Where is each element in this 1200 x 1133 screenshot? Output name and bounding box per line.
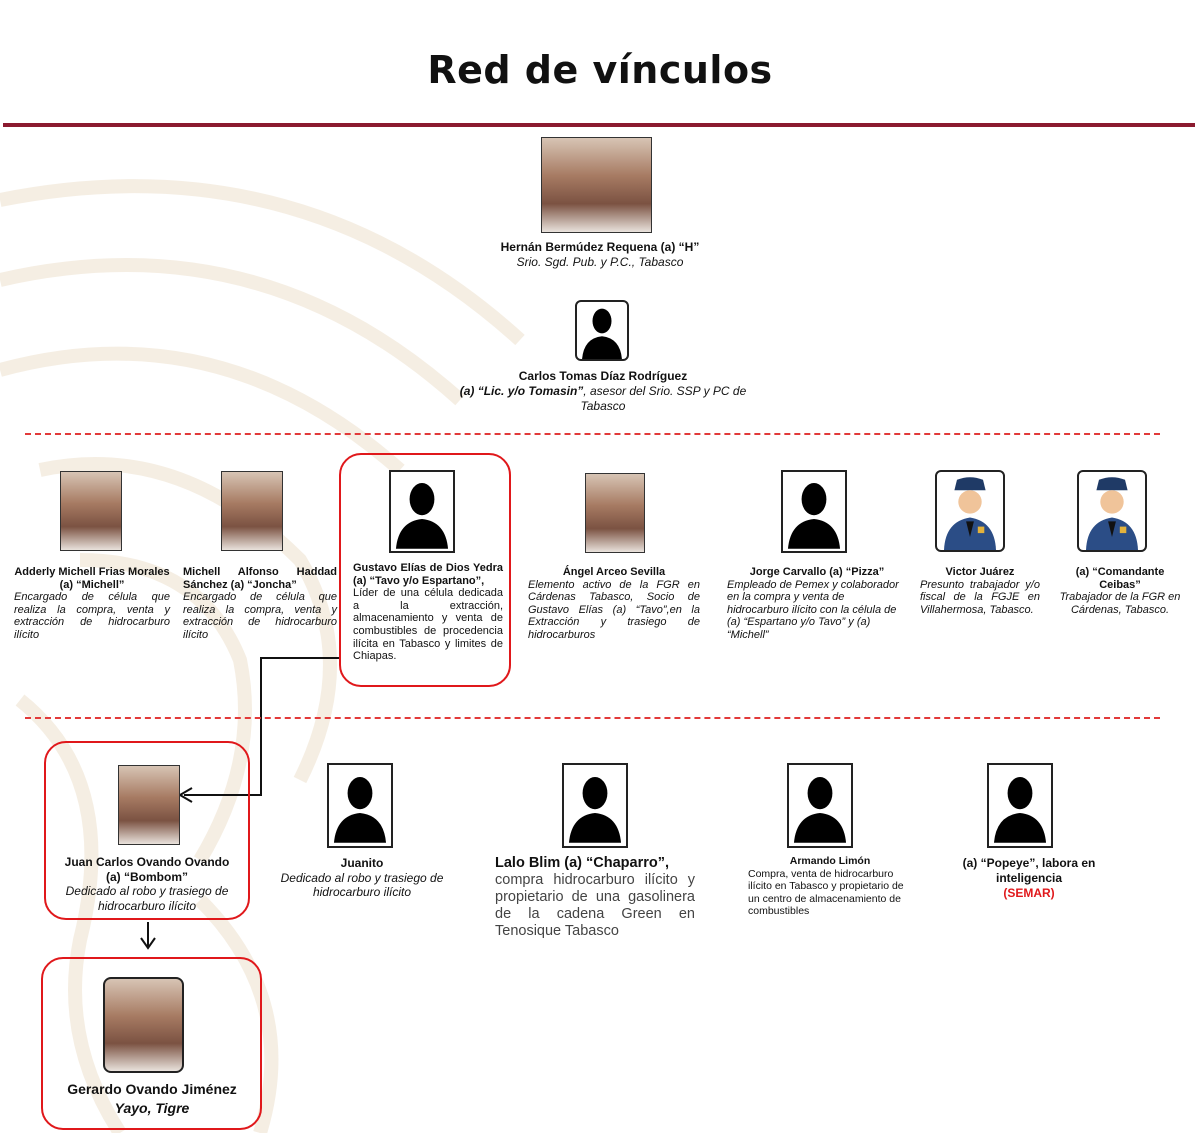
photo-angel [585,473,645,553]
highlight-box-gustavo [339,453,511,687]
person-alias: (a) “Michell” [59,578,125,591]
person-card-angel: Ángel Arceo Sevilla Elemento activo de l… [528,566,700,642]
person-desc: compra hidrocarburo ilícito y propietari… [495,872,695,939]
title-divider [3,123,1195,127]
person-name: Juanito [340,856,384,870]
person-desc: Presunto trabajador y/o fiscal de la FGJ… [920,578,1040,616]
person-name: Victor Juárez [945,566,1015,578]
person-desc: Srio. Sgd. Pub. y P.C., Tabasco [516,255,684,269]
person-card-jorge: Jorge Carvallo (a) “Pizza” Empleado de P… [727,566,907,642]
person-card-carlos: Carlos Tomas Díaz Rodríguez (a) “Lic. y/… [440,369,766,414]
person-desc: Empleado de Pemex y colaborador en la co… [727,578,899,641]
person-desc: Compra, venta de hidrocarburo ilícito en… [748,867,904,918]
photo-michell [221,471,283,551]
silhouette-icon [987,763,1053,848]
person-card-popeye: (a) “Popeye”, labora en inteligencia (SE… [956,856,1102,901]
person-card-gustavo: Gustavo Elías de Dios Yedra (a) “Tavo y/… [353,562,503,663]
person-name: (a) “Popeye”, labora en inteligencia [962,856,1096,885]
person-card-hernan: Hernán Bermúdez Requena (a) “H” Srio. Sg… [440,240,760,270]
highlight-box-gerardo [41,957,262,1130]
level-divider [25,717,1160,719]
person-name: Armando Limón [789,855,871,867]
person-desc: Dedicado al robo y trasiego de hidrocarb… [65,884,229,913]
person-alias: (a) “Lic. y/o Tomasin” [459,384,584,398]
person-card-victor: Victor Juárez Presunto trabajador y/o fi… [920,566,1040,616]
silhouette-icon [327,763,393,848]
person-card-juan-carlos: Juan Carlos Ovando Ovando (a) “Bombom” D… [54,855,240,913]
photo-adderly [60,471,122,551]
person-desc: Líder de una célula dedicada a la extrac… [353,587,503,663]
photo-hernan [541,137,652,233]
person-name: Gustavo Elías de Dios Yedra (a) “Tavo y/… [353,562,503,587]
person-desc: Encargado de célula que realiza la compr… [183,591,337,641]
level-divider [25,433,1160,435]
person-desc: , asesor del Srio. SSP y PC de Tabasco [580,384,747,413]
person-desc: Elemento activo de la FGR en Cárdenas Ta… [528,578,700,641]
person-name: Ángel Arceo Sevilla [562,566,666,578]
highlight-box-juan-carlos [44,741,250,920]
person-name: (a) “Comandante Ceibas” [1075,566,1165,591]
person-card-juanito: Juanito Dedicado al robo y trasiego de h… [280,856,444,899]
person-alias: (a) “Bombom” [106,869,188,884]
silhouette-icon [787,763,853,848]
person-card-comandante: (a) “Comandante Ceibas” Trabajador de la… [1056,566,1184,616]
person-card-adderly: Adderly Michell Frias Morales (a) “Miche… [14,566,170,642]
person-name: Lalo Blim (a) “Chaparro”, [495,855,670,871]
person-name: Juan Carlos Ovando Ovando [64,855,230,869]
police-officer-icon [1077,470,1147,552]
person-desc: Encargado de célula que realiza la compr… [14,591,170,641]
person-name: Jorge Carvallo (a) “Pizza” [749,566,885,578]
person-name: Carlos Tomas Díaz Rodríguez [518,369,688,383]
person-name: Michell Alfonso Haddad Sánchez (a) “Jonc… [183,566,337,591]
silhouette-icon [389,470,455,553]
photo-gerardo [103,977,184,1073]
silhouette-icon [562,763,628,848]
person-card-gerardo: Gerardo Ovando Jiménez Yayo, Tigre [46,1080,258,1118]
person-desc: Trabajador de la FGR en Cárdenas, Tabasc… [1059,591,1181,616]
person-alias: Yayo, Tigre [114,1100,190,1116]
photo-juan-carlos [118,765,180,845]
person-org: (SEMAR) [1003,886,1055,900]
silhouette-icon [575,300,629,361]
person-card-michell: Michell Alfonso Haddad Sánchez (a) “Jonc… [183,566,337,642]
person-name: Hernán Bermúdez Requena (a) “H” [500,240,700,254]
person-name: Adderly Michell Frias Morales [14,566,170,578]
page-title: Red de vínculos [427,48,773,92]
person-card-lalo: Lalo Blim (a) “Chaparro”, compra hidroca… [495,855,695,940]
silhouette-icon [781,470,847,553]
person-card-armando: Armando Limón Compra, venta de hidrocarb… [748,855,912,918]
police-officer-icon [935,470,1005,552]
person-desc: Dedicado al robo y trasiego de hidrocarb… [280,871,444,899]
person-name: Gerardo Ovando Jiménez [67,1081,237,1097]
